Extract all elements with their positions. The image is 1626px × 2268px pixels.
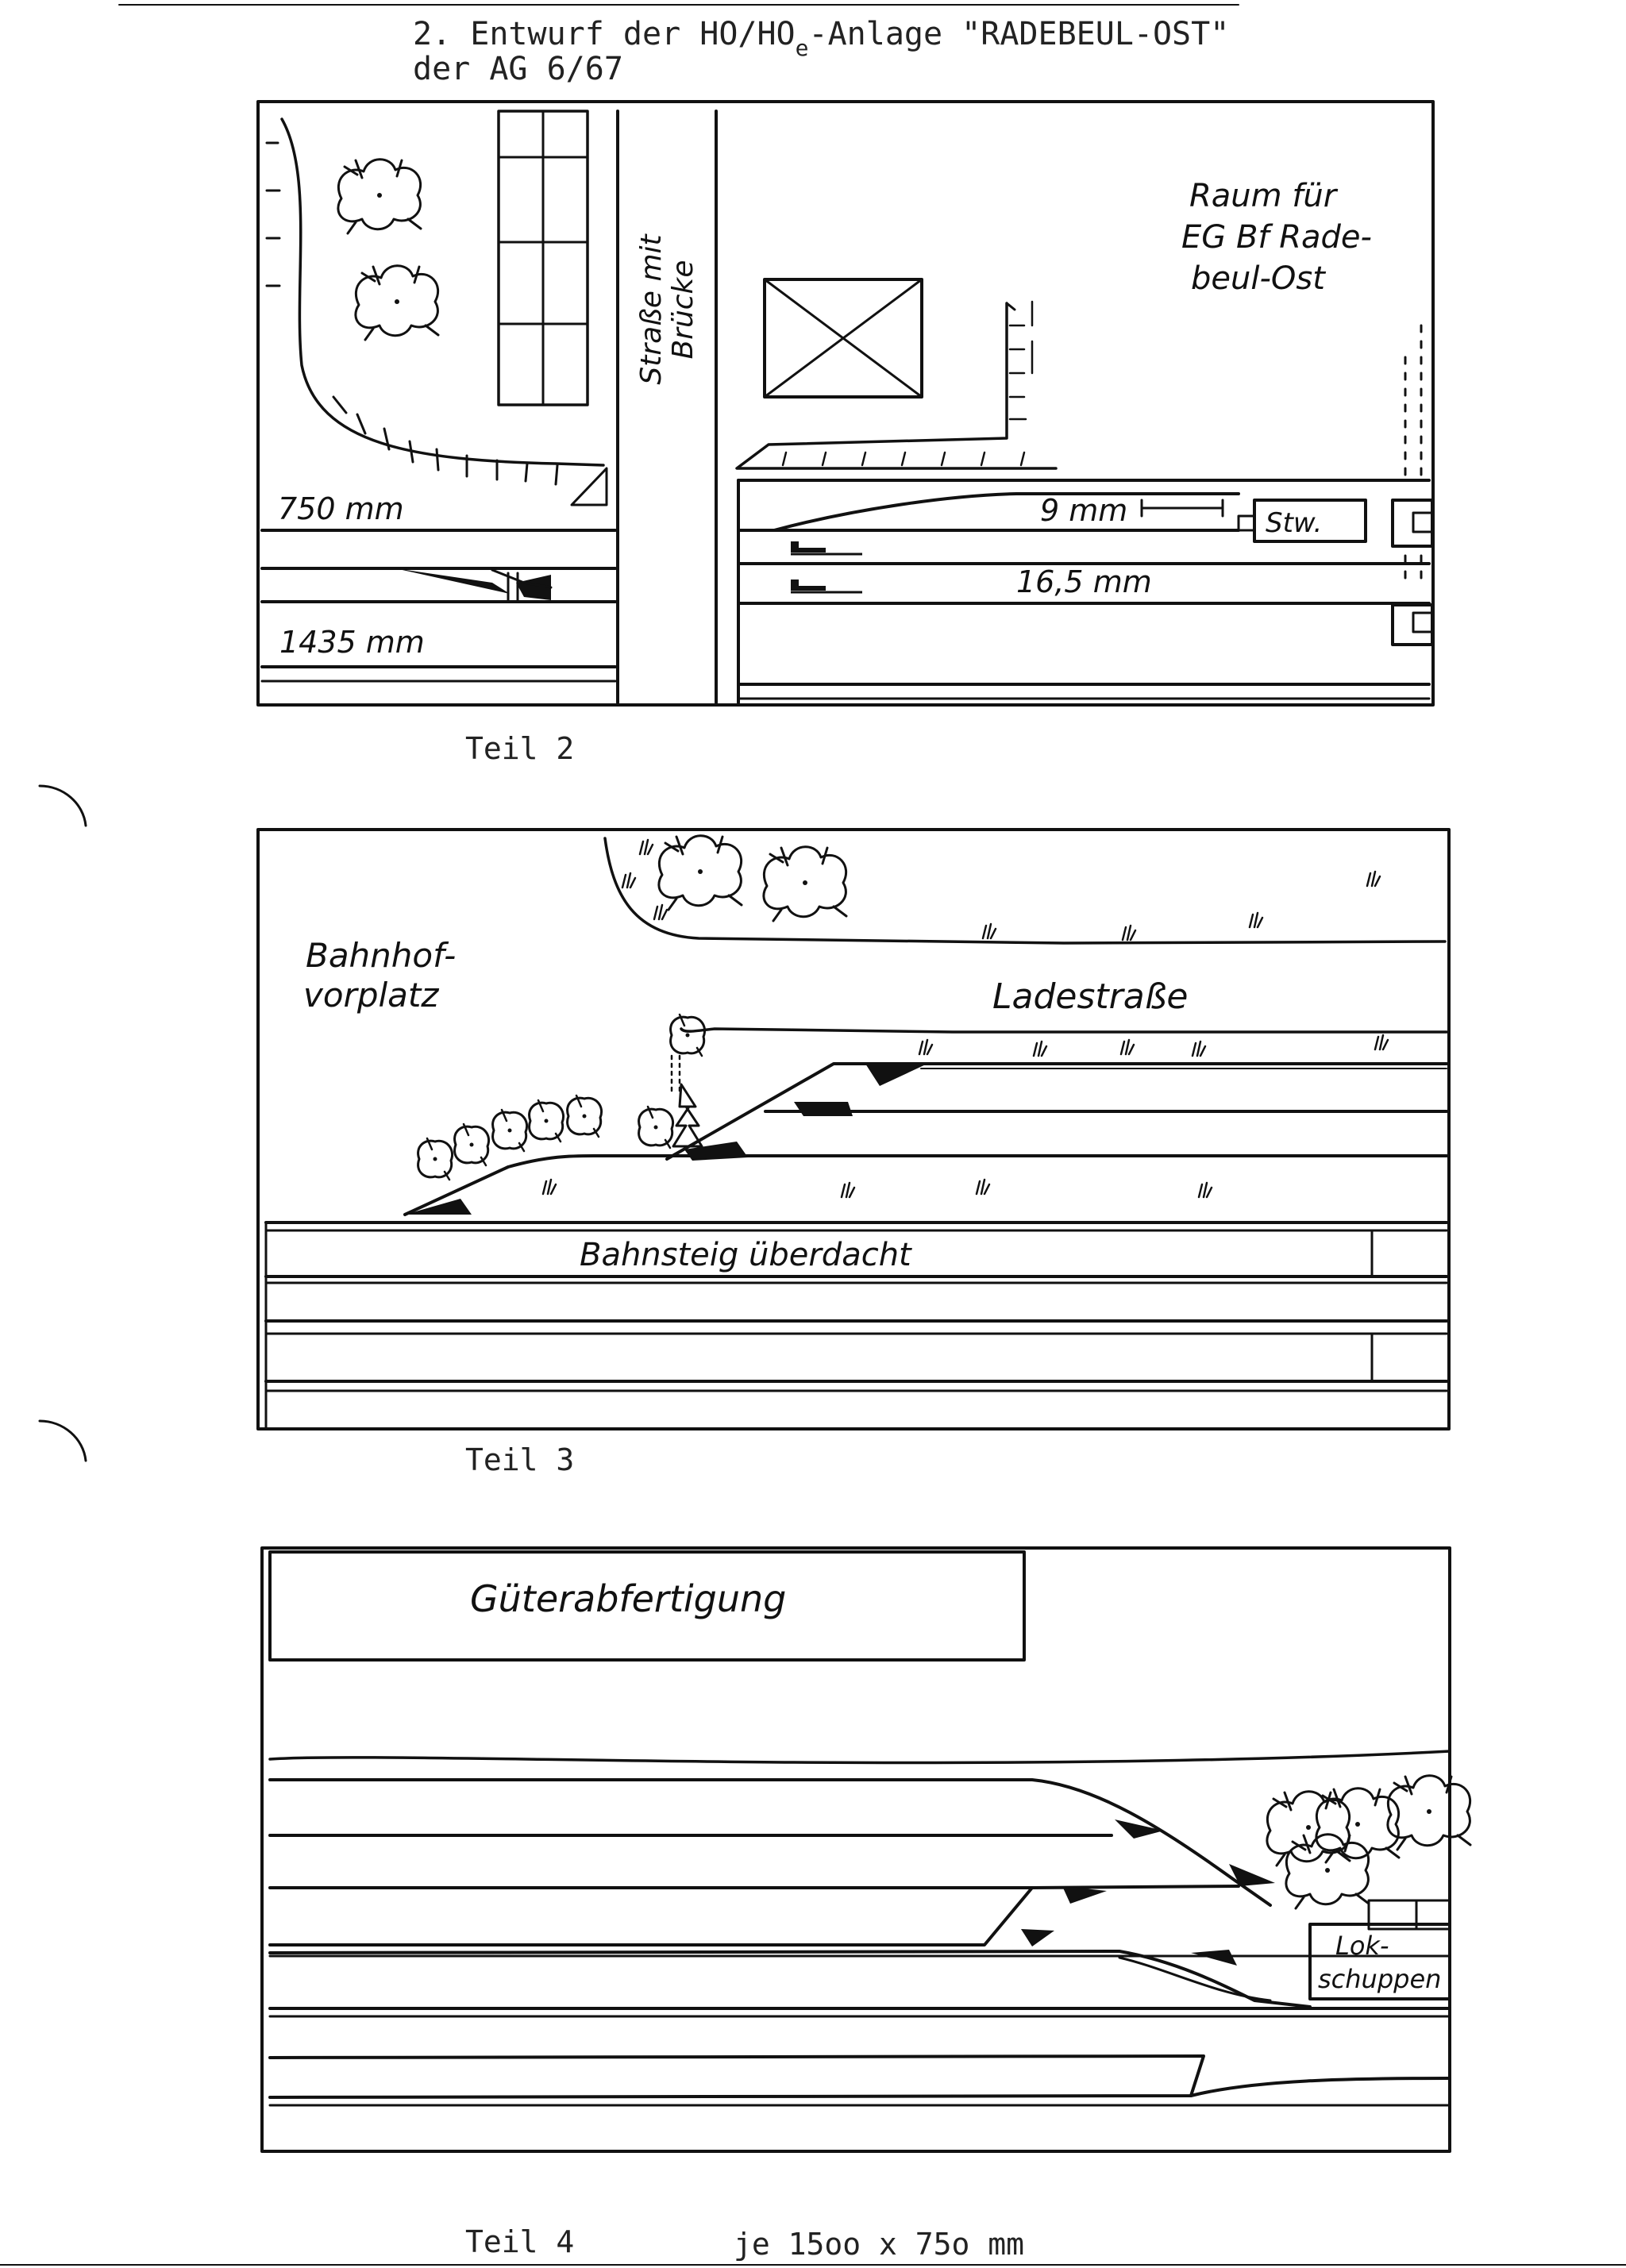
gauge-narrow-right: 9 mm [1040, 493, 1127, 528]
svg-text:Brücke: Brücke [667, 260, 699, 359]
grass-tuft-icon [1366, 870, 1381, 888]
grass-tuft-icon [1374, 1034, 1389, 1051]
punch-hole-bottom [38, 1419, 87, 1462]
bush-icon [1285, 1833, 1370, 1910]
space-note-line-1: Raum für [1189, 178, 1339, 214]
platform-label: Bahnsteig überdacht [580, 1237, 912, 1273]
grass-tuft-icon [621, 872, 637, 889]
tree-icon [528, 1099, 565, 1143]
caption-teil-3: Teil 3 [465, 1442, 574, 1477]
station-forecourt-line-2: vorplatz [303, 976, 439, 1015]
road-bridge-label: Straße mit Brücke [635, 233, 699, 384]
loco-shed-line-1: Lok- [1335, 1931, 1389, 1961]
loco-shed [1308, 1923, 1451, 2000]
loco-shed-line-2: schuppen [1318, 1964, 1441, 1994]
signal-box-label: Stw. [1266, 507, 1322, 539]
tree-icon [638, 1105, 675, 1149]
bush-icon [657, 834, 743, 911]
grass-tuft-icon [1032, 1040, 1048, 1057]
caption-teil-4: Teil 4 [465, 2224, 574, 2259]
grass-tuft-icon [653, 903, 669, 921]
crossed-building-box [763, 278, 923, 399]
bush-icon [337, 158, 422, 235]
grass-tuft-icon [1248, 911, 1264, 929]
bush-icon [762, 845, 848, 922]
space-note-line-3: beul-Ost [1191, 260, 1326, 297]
tree-icon [453, 1122, 491, 1167]
grass-tuft-icon [541, 1178, 557, 1196]
grass-tuft-icon [840, 1181, 856, 1199]
space-note-line-2: EG Bf Rade- [1181, 219, 1372, 256]
gauge-narrow-left: 750 mm [278, 491, 404, 526]
grass-tuft-icon [1119, 1038, 1135, 1056]
bush-icon [354, 264, 440, 341]
conifer-icon [672, 1083, 703, 1148]
punch-hole-top [38, 784, 87, 827]
locomotive-icon [789, 578, 864, 594]
locomotive-icon [789, 540, 864, 556]
panel-teil-4: Güterabfertigung Lok- schuppen [260, 1546, 1472, 2153]
svg-text:Straße mit: Straße mit [635, 233, 668, 384]
tree-icon [566, 1094, 603, 1138]
loading-road-label: Ladestraße [992, 976, 1189, 1017]
grass-tuft-icon [1191, 1040, 1207, 1057]
panel-teil-3: Bahnhof- vorplatz Ladestraße [256, 828, 1451, 1430]
caption-teil-2: Teil 2 [465, 731, 574, 766]
tree-icon [417, 1137, 454, 1181]
grass-tuft-icon [975, 1178, 991, 1196]
goods-office-building [268, 1550, 1026, 1662]
goods-office-label: Güterabfertigung [470, 1577, 786, 1620]
title-line-1: 2. Entwurf der HO/HOe-Anlage "RADEBEUL-O… [413, 16, 1229, 61]
size-note: je 15oo x 75o mm [734, 2227, 1024, 2262]
grass-tuft-icon [638, 838, 654, 856]
panel-teil-2: Straße mit Brücke Raum für EG Bf Rade- b… [256, 100, 1435, 707]
grass-tuft-icon [1121, 924, 1137, 941]
shed-annex [1367, 1899, 1451, 1931]
tree-icon [491, 1108, 529, 1153]
grass-tuft-icon [918, 1038, 934, 1056]
gauge-standard-left: 1435 mm [279, 625, 425, 660]
title-line-2: der AG 6/67 [413, 51, 623, 87]
gauge-standard-right: 16,5 mm [1016, 564, 1152, 599]
tree-icon [669, 1013, 707, 1057]
station-forecourt-line-1: Bahnhof- [306, 936, 456, 975]
grass-tuft-icon [1197, 1181, 1213, 1199]
bush-icon [1266, 1790, 1351, 1867]
bush-icon [1386, 1774, 1472, 1851]
grass-tuft-icon [981, 922, 997, 940]
bush-icon [1315, 1787, 1401, 1864]
